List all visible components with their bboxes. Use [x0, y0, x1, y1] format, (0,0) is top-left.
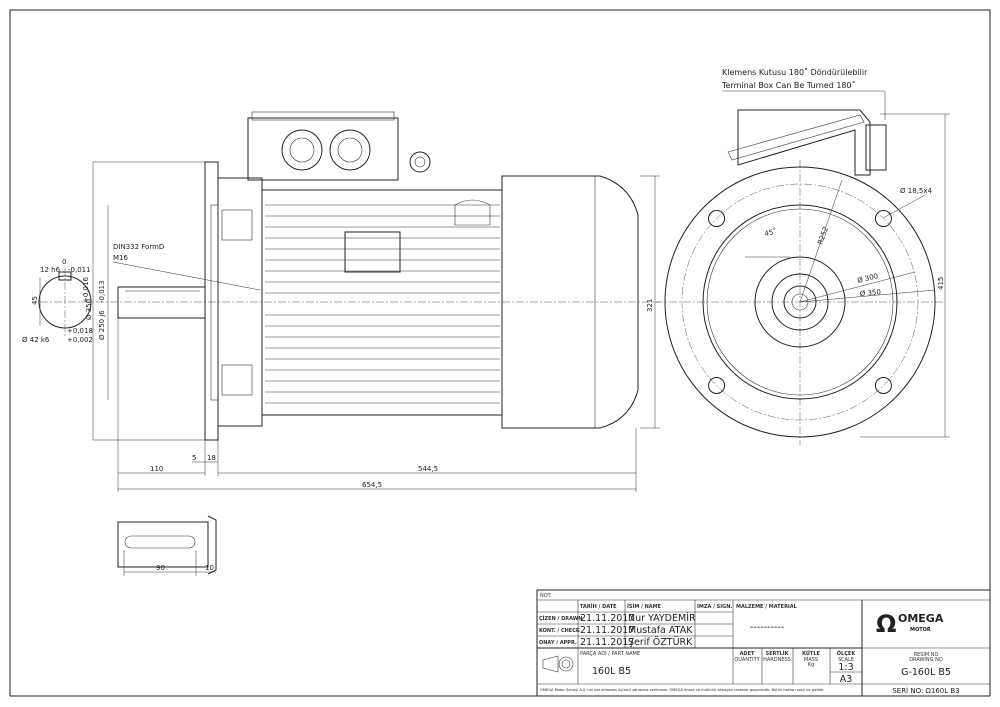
shaft-dia-dim: Ø 42 k6 — [22, 336, 50, 344]
svg-text:DRAWING NO: DRAWING NO — [909, 657, 943, 663]
svg-text:RESİM NO: RESİM NO — [914, 651, 939, 658]
svg-text:OMEGA: OMEGA — [898, 612, 944, 625]
terminal-box — [247, 111, 431, 181]
svg-text:PARÇA ADI / PART NAME: PARÇA ADI / PART NAME — [580, 651, 640, 657]
svg-text:MALZEME / MATERIAL: MALZEME / MATERIAL — [736, 604, 798, 610]
length-dimensions: 5 18 110 544,5 654,5 321 — [117, 175, 660, 492]
material-value: ---------- — [750, 622, 784, 633]
pcd-dim: Ø 300 — [857, 272, 879, 285]
front-height-dim: 415 — [937, 277, 945, 290]
cooling-fins — [265, 204, 500, 404]
rotation-note-tr: Klemens Kutusu 180˚ Döndürülebilir — [722, 67, 868, 77]
svg-text:TARİH / DATE: TARİH / DATE — [580, 603, 617, 610]
svg-text:MASS: MASS — [804, 657, 818, 663]
svg-text:90: 90 — [156, 564, 165, 572]
svg-text:-0,011: -0,011 — [68, 266, 91, 274]
approval-row: KONT. / CHECK 21.11.2017 Mustafa ATAK — [539, 625, 693, 636]
svg-text:ADET: ADET — [740, 651, 755, 657]
nameplate — [344, 231, 401, 273]
body-length-dim: 544,5 — [418, 465, 438, 473]
svg-text:Ω: Ω — [876, 610, 896, 638]
approval-row: ONAY / APPR. 21.11.2017 Şerif ÖZTÜRK — [539, 637, 693, 648]
serial-number: SERİ NO: Ω160L B3 — [892, 686, 959, 695]
height-dim: 321 — [646, 299, 654, 312]
key-height-dim: 45 — [31, 296, 39, 305]
svg-text:KONT. / CHECK: KONT. / CHECK — [539, 628, 581, 634]
svg-text:KÜTLE: KÜTLE — [802, 650, 820, 657]
omega-logo: Ω OMEGA MOTOR — [876, 610, 944, 638]
svg-text:İSİM / NAME: İSİM / NAME — [627, 603, 662, 610]
mounting-hole — [874, 376, 892, 394]
svg-text:5: 5 — [192, 454, 196, 462]
paper-size: A3 — [840, 674, 853, 685]
svg-text:-0,013: -0,013 — [98, 280, 106, 303]
hole-dim: Ø 18,5x4 — [900, 187, 932, 195]
svg-text:Kg: Kg — [808, 662, 814, 668]
thread-label: M16 — [113, 254, 128, 262]
approval-row: ÇİZEN / DRAWN 21.11.2017 Nur YAYDEMİR — [539, 613, 696, 624]
rotation-note-en: Terminal Box Can Be Turned 180˚ — [721, 80, 856, 90]
total-length-dim: 654,5 — [362, 481, 382, 489]
copyright-notice: OMEGA Motor Sanayi A.Ş.'nin izni olmadan… — [540, 688, 824, 692]
lifting-lug — [454, 199, 491, 226]
outer-dia-dim: Ø 350 — [859, 288, 881, 298]
flange-dia-dim: Ø 350 — [85, 299, 93, 320]
svg-text:HARDNESS: HARDNESS — [763, 657, 791, 663]
mounting-hole — [708, 376, 726, 394]
svg-text:0: 0 — [62, 258, 66, 266]
svg-text:Nur YAYDEMİR: Nur YAYDEMİR — [628, 613, 696, 624]
part-name: 160L B5 — [592, 666, 631, 677]
svg-text:18: 18 — [207, 454, 216, 462]
key-width-dim: 12 h6 — [40, 266, 61, 274]
svg-text:+0,018: +0,018 — [67, 327, 93, 335]
svg-text:SCALE: SCALE — [838, 657, 854, 663]
svg-text:MOTOR: MOTOR — [910, 627, 931, 633]
drawing-frame — [9, 9, 991, 697]
radius-dim: R252 — [816, 226, 830, 246]
svg-text:ÇİZEN / DRAWN: ÇİZEN / DRAWN — [539, 615, 582, 622]
fan-cover — [501, 175, 639, 429]
shaft-length-dim: 110 — [150, 465, 163, 473]
motor-side-view: DIN332 FormD M16 — [40, 111, 660, 441]
shaft-section: 0 12 h6 -0,011 45 +0,018 Ø 42 k6 +0,002 … — [22, 161, 205, 441]
svg-text:Şerif ÖZTÜRK: Şerif ÖZTÜRK — [628, 637, 693, 648]
scale-value: 1:3 — [838, 662, 853, 673]
svg-text:21.11.2017: 21.11.2017 — [580, 637, 634, 648]
svg-text:SERTLİK: SERTLİK — [766, 650, 790, 657]
svg-text:21.11.2017: 21.11.2017 — [580, 625, 634, 636]
projection-symbol-icon — [542, 655, 574, 673]
svg-text:ONAY / APPR.: ONAY / APPR. — [539, 640, 577, 646]
motor-front-view: 45˚ R252 Ø 300 Ø 350 Ø 18,5x4 415 Klemen… — [655, 67, 950, 445]
svg-text:+0,016: +0,016 — [82, 277, 90, 303]
terminal-box-front — [727, 109, 887, 176]
mounting-hole — [874, 210, 892, 228]
angle-dim: 45˚ — [764, 228, 778, 238]
mounting-holes — [708, 210, 892, 394]
flange-outline — [664, 166, 936, 438]
svg-text:QUANTITY: QUANTITY — [734, 657, 760, 663]
spigot-dia-dim: Ø 250 j6 — [98, 310, 106, 340]
svg-text:Mustafa ATAK: Mustafa ATAK — [628, 625, 693, 636]
shaft — [117, 286, 206, 319]
svg-text:NOT:: NOT: — [540, 593, 552, 599]
mounting-hole — [708, 210, 726, 228]
svg-text:10: 10 — [205, 564, 214, 572]
svg-text:+0,002: +0,002 — [67, 336, 93, 344]
drawing-number: G-160L B5 — [901, 667, 951, 678]
din-label: DIN332 FormD — [113, 243, 164, 251]
title-block: NOT: TARİH / DATE İSİM / NAME İMZA / SIG… — [536, 589, 991, 697]
svg-text:İMZA / SIGN.: İMZA / SIGN. — [697, 603, 732, 610]
flange — [204, 161, 219, 441]
svg-text:21.11.2017: 21.11.2017 — [580, 613, 634, 624]
svg-text:ÖLÇEK: ÖLÇEK — [837, 650, 857, 657]
shaft-key-view: 90 10 — [117, 515, 217, 576]
